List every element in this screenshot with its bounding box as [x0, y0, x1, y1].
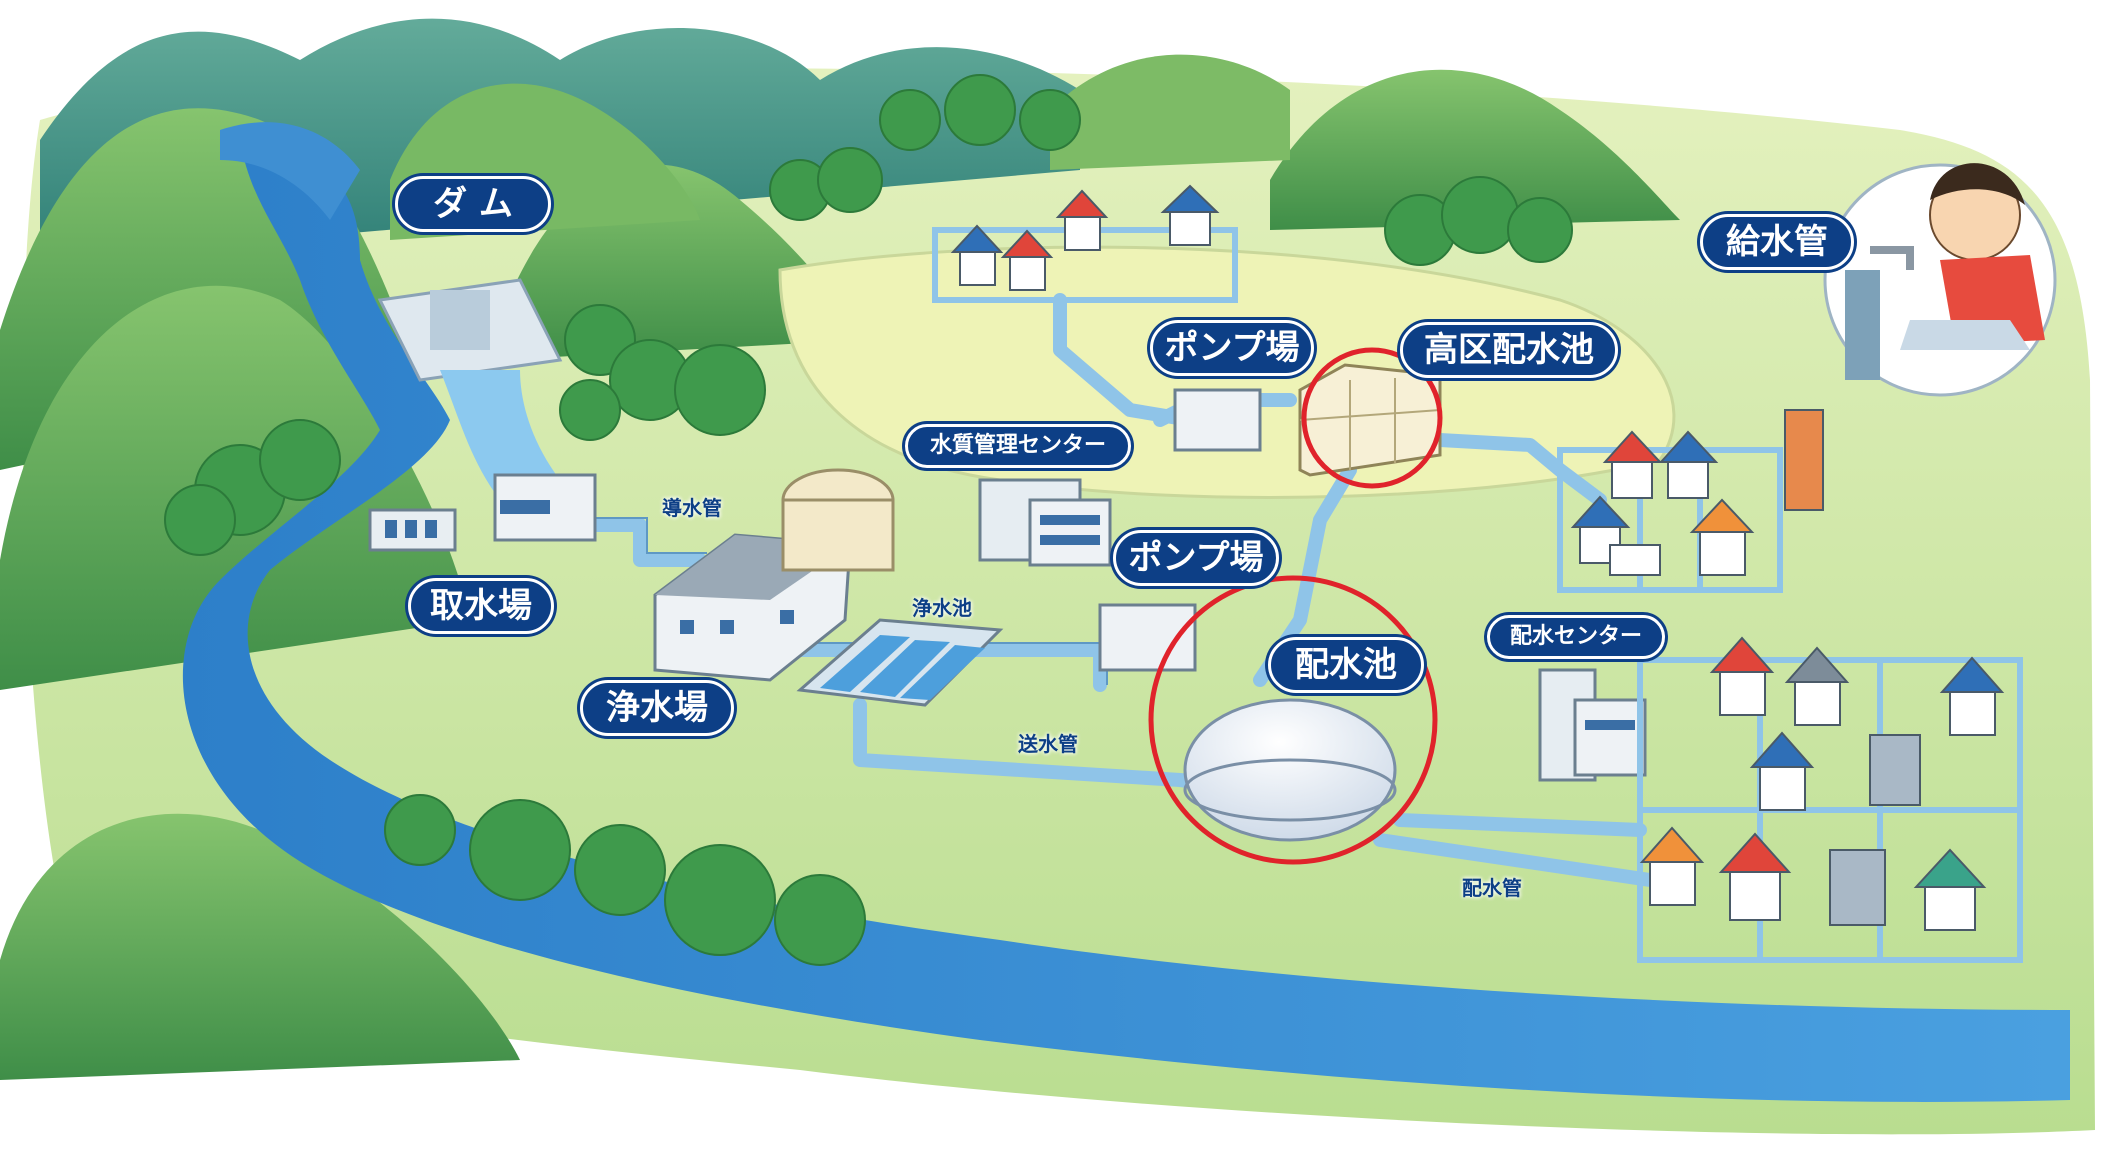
distribution-center-building [1538, 668, 1647, 782]
river-upper [220, 122, 360, 220]
house [1749, 731, 1815, 811]
trees [164, 74, 1573, 966]
house [1913, 848, 1987, 931]
tag-transmission-pipe: 送水管 [1018, 732, 1078, 756]
label-water-quality-center: 水質管理センター [905, 424, 1131, 468]
label-pump-station-lower: ポンプ場 [1113, 530, 1279, 586]
house [1658, 430, 1719, 499]
houses [950, 184, 2005, 931]
hill-right2 [1050, 54, 1290, 171]
hill-bottom-left [0, 813, 520, 1080]
house [1939, 656, 2005, 736]
house [1869, 734, 1921, 806]
label-supply-pipe: 給水管 [1700, 214, 1854, 270]
tag-conveyance-pipe: 導水管 [662, 496, 722, 520]
dam-structure [377, 278, 563, 500]
hill-right [1270, 69, 1680, 230]
high-reservoir-highlight [1301, 347, 1443, 489]
child-handwashing-inset [1823, 163, 2057, 397]
house [1000, 229, 1054, 291]
clear-water-tank [796, 618, 1004, 707]
apartment [1784, 409, 1824, 511]
label-purification-plant: 浄水場 [580, 680, 734, 736]
house [1055, 189, 1109, 251]
label-high-reservoir: 高区配水池 [1400, 322, 1618, 378]
house [1639, 826, 1705, 906]
house [950, 224, 1004, 286]
label-dam: ダ ム [395, 176, 551, 232]
distribution-reservoir-dome [1183, 698, 1397, 842]
label-pump-station-upper: ポンプ場 [1150, 320, 1314, 376]
house [1829, 849, 1886, 926]
water-quality-center-building [978, 478, 1112, 567]
tag-clear-water-tank: 浄水池 [912, 596, 972, 620]
label-distribution-reservoir: 配水池 [1268, 637, 1424, 693]
tag-distribution-pipe: 配水管 [1462, 876, 1522, 900]
pump-station-lower [1098, 603, 1197, 672]
label-distribution-center: 配水センター [1487, 615, 1665, 659]
purification-plant [653, 468, 895, 682]
label-intake: 取水場 [408, 578, 554, 634]
house [1709, 636, 1775, 716]
house [1609, 544, 1661, 576]
house [1160, 184, 1220, 246]
pump-station-upper [1173, 388, 1262, 452]
house [1718, 832, 1792, 921]
high-reservoir-tank [1298, 363, 1442, 477]
intake-building [368, 473, 597, 552]
house [1689, 498, 1755, 576]
house [1784, 646, 1850, 726]
house [1602, 430, 1663, 499]
distribution-reservoir-highlight [1148, 575, 1438, 865]
